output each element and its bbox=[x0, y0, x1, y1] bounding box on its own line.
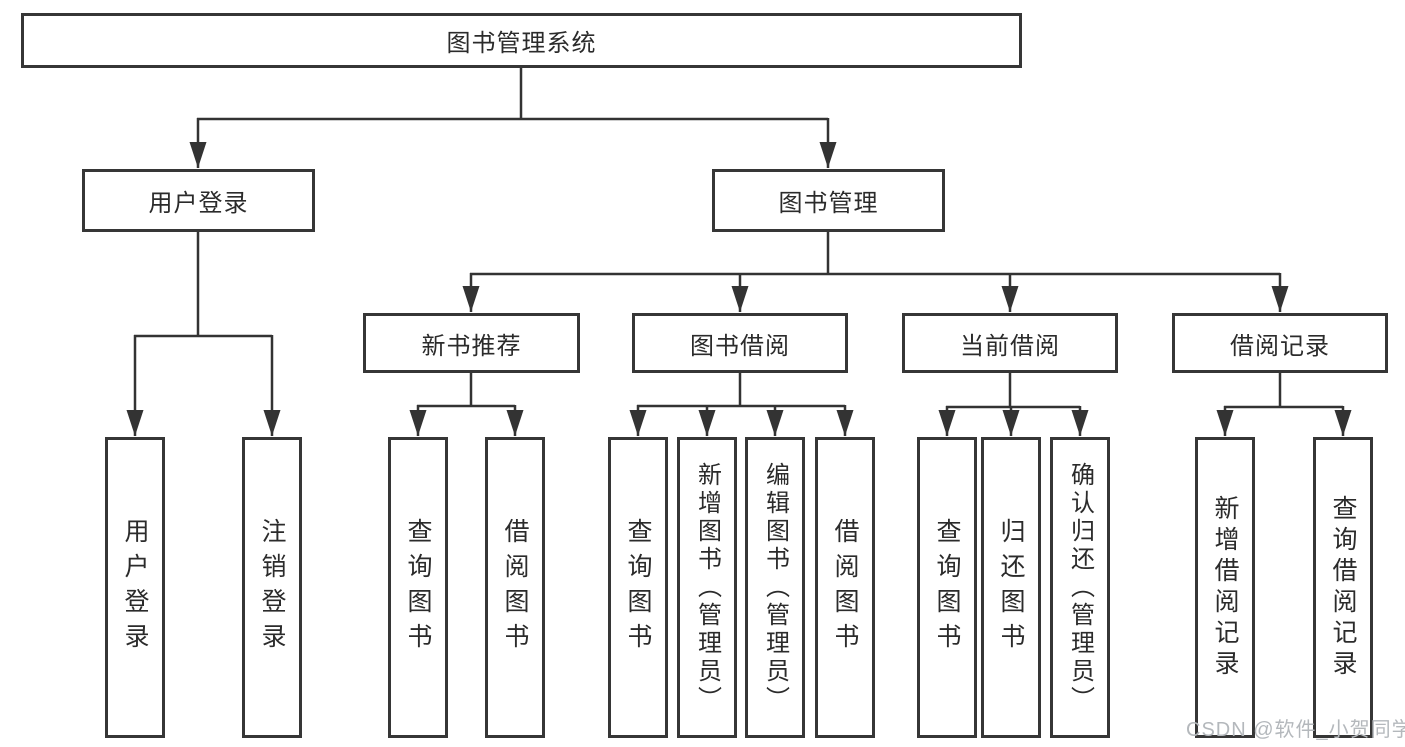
leaf-add-borrow-record: 新增借阅记录 bbox=[1195, 437, 1255, 738]
leaf-borrow-books-label: 借阅图书 bbox=[831, 517, 859, 658]
leaf-query-books-recommend: 查询图书 bbox=[388, 437, 448, 738]
node-user-login-label: 用户登录 bbox=[148, 190, 249, 217]
leaf-user-login: 用户登录 bbox=[105, 437, 165, 738]
leaf-query-borrow-record-label: 查询借阅记录 bbox=[1329, 494, 1357, 681]
leaf-query-books-current: 查询图书 bbox=[917, 437, 977, 738]
node-current-borrow-label: 当前借阅 bbox=[960, 332, 1060, 360]
leaf-edit-books-admin: 编辑图书（管理员） bbox=[745, 437, 805, 738]
leaf-query-books-recommend-label: 查询图书 bbox=[404, 517, 432, 658]
node-new-book-recommend-label: 新书推荐 bbox=[421, 332, 522, 360]
leaf-return-books-label: 归还图书 bbox=[997, 517, 1025, 658]
node-book-borrow-label: 图书借阅 bbox=[690, 332, 790, 360]
root-node-label: 图书管理系统 bbox=[446, 30, 597, 57]
csdn-watermark: CSDN @软件_小贺同学 bbox=[1186, 719, 1405, 741]
node-current-borrow: 当前借阅 bbox=[902, 313, 1118, 373]
leaf-borrow-books-recommend-label: 借阅图书 bbox=[501, 517, 529, 658]
leaf-query-borrow-record: 查询借阅记录 bbox=[1313, 437, 1373, 738]
leaf-query-books-borrow: 查询图书 bbox=[608, 437, 668, 738]
node-borrow-records: 借阅记录 bbox=[1172, 313, 1388, 373]
leaf-logout: 注销登录 bbox=[242, 437, 302, 738]
leaf-confirm-return-admin-label: 确认归还（管理员） bbox=[1066, 461, 1094, 714]
leaf-user-login-label: 用户登录 bbox=[121, 517, 149, 658]
leaf-edit-books-admin-label: 编辑图书（管理员） bbox=[761, 461, 789, 714]
leaf-query-books-current-label: 查询图书 bbox=[933, 517, 961, 658]
root-node-library-system: 图书管理系统 bbox=[21, 13, 1022, 68]
leaf-confirm-return-admin: 确认归还（管理员） bbox=[1050, 437, 1110, 738]
leaf-borrow-books-recommend: 借阅图书 bbox=[485, 437, 545, 738]
node-book-borrow: 图书借阅 bbox=[632, 313, 848, 373]
leaf-add-books-admin: 新增图书（管理员） bbox=[677, 437, 737, 738]
leaf-borrow-books: 借阅图书 bbox=[815, 437, 875, 738]
node-book-management: 图书管理 bbox=[712, 169, 945, 232]
node-book-management-label: 图书管理 bbox=[778, 190, 879, 217]
node-borrow-records-label: 借阅记录 bbox=[1230, 332, 1330, 360]
leaf-add-books-admin-label: 新增图书（管理员） bbox=[693, 461, 721, 714]
leaf-return-books: 归还图书 bbox=[981, 437, 1041, 738]
node-user-login: 用户登录 bbox=[82, 169, 315, 232]
leaf-query-books-borrow-label: 查询图书 bbox=[624, 517, 652, 658]
node-new-book-recommend: 新书推荐 bbox=[363, 313, 580, 373]
leaf-logout-label: 注销登录 bbox=[258, 517, 286, 658]
leaf-add-borrow-record-label: 新增借阅记录 bbox=[1211, 494, 1239, 681]
